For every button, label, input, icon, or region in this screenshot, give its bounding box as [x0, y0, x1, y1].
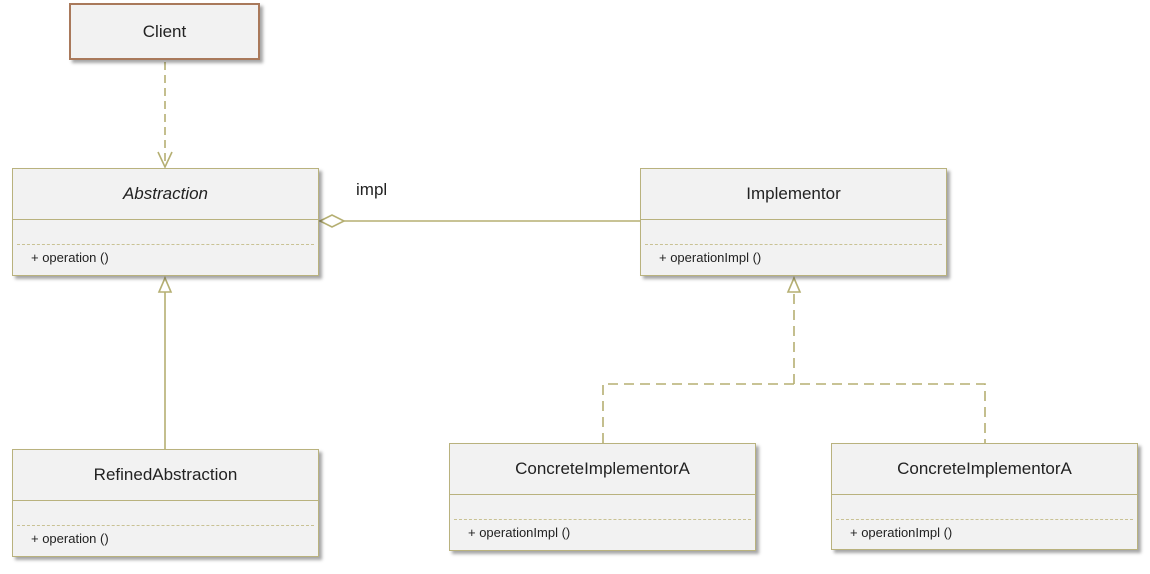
realization-line	[602, 383, 986, 443]
attributes-compartment	[17, 220, 314, 245]
class-name: Implementor	[641, 169, 946, 220]
abstraction-class[interactable]: Abstraction + operation ()	[12, 168, 319, 276]
dependency-arrowhead	[157, 151, 173, 169]
concrete-implementor-a-class[interactable]: ConcreteImplementorA + operationImpl ()	[449, 443, 756, 551]
implementor-class[interactable]: Implementor + operationImpl ()	[640, 168, 947, 276]
class-name: RefinedAbstraction	[13, 450, 318, 501]
attributes-compartment	[454, 495, 751, 520]
class-name: ConcreteImplementorA	[450, 444, 755, 495]
refined-abstraction-class[interactable]: RefinedAbstraction + operation ()	[12, 449, 319, 557]
attributes-compartment	[645, 220, 942, 245]
concrete-implementor-b-class[interactable]: ConcreteImplementorA + operationImpl ()	[831, 443, 1138, 550]
attributes-compartment	[836, 495, 1133, 520]
operation: + operation ()	[31, 250, 109, 265]
class-name: ConcreteImplementorA	[832, 444, 1137, 495]
client-class[interactable]: Client	[69, 3, 260, 60]
attributes-compartment	[17, 501, 314, 526]
operation: + operationImpl ()	[659, 250, 762, 265]
operation: + operationImpl ()	[850, 525, 953, 540]
class-name: Abstraction	[13, 169, 318, 220]
operation: + operationImpl ()	[468, 525, 571, 540]
association-label: impl	[356, 180, 388, 199]
realization-arrowhead	[786, 275, 802, 293]
operation: + operation ()	[31, 531, 109, 546]
aggregation-diamond	[318, 214, 346, 228]
class-name: Client	[142, 21, 187, 41]
generalization-arrowhead	[157, 275, 173, 293]
